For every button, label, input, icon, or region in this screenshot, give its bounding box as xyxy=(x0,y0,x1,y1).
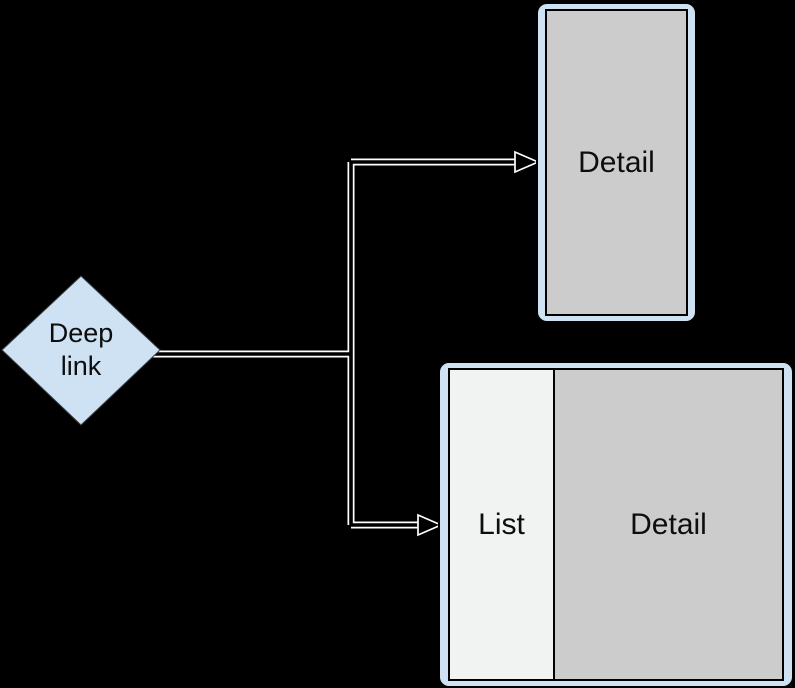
connector-arrows xyxy=(150,150,541,537)
tablet-list-pane: List xyxy=(450,370,555,679)
tablet-list-label: List xyxy=(478,507,525,541)
tablet-window-screen: List Detail xyxy=(448,368,784,681)
tablet-detail-label: Detail xyxy=(630,507,707,541)
connector-core-path xyxy=(150,160,517,527)
tablet-window-frame: List Detail xyxy=(438,361,794,688)
arrowhead-to-phone-icon xyxy=(514,150,541,174)
arrowhead-to-tablet-icon xyxy=(417,513,444,537)
tablet-detail-pane: Detail xyxy=(555,370,782,679)
phone-window-screen: Detail xyxy=(545,9,688,316)
phone-window-frame: Detail xyxy=(536,2,697,323)
deep-link-diamond-shape xyxy=(1,275,161,426)
phone-detail-label: Detail xyxy=(578,145,655,179)
phone-detail-pane: Detail xyxy=(547,11,686,314)
